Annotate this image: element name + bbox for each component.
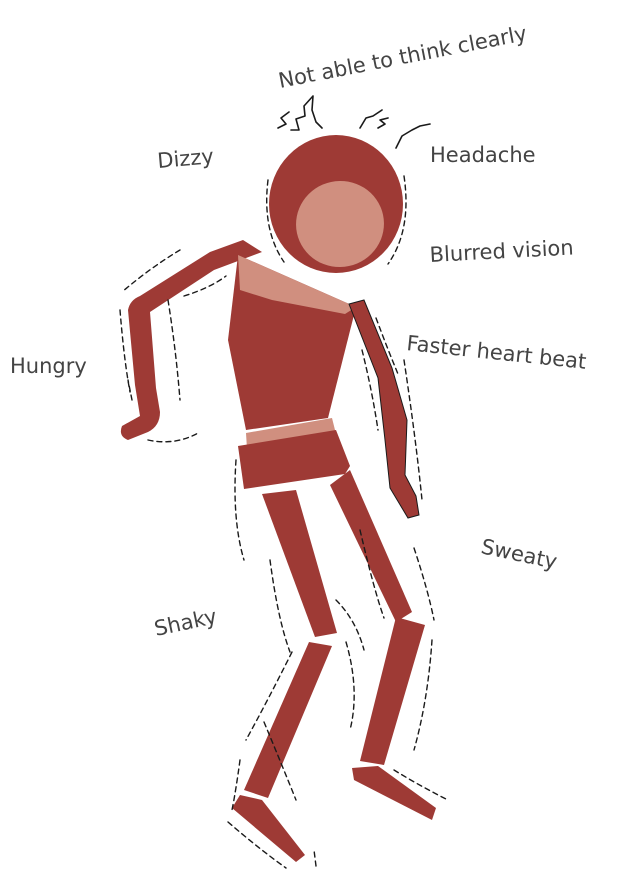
right-shin — [360, 617, 425, 765]
label-blurred-vision: Blurred vision — [429, 235, 574, 267]
left-thigh — [262, 490, 337, 637]
label-headache: Headache — [430, 143, 536, 167]
right-foot — [352, 766, 436, 820]
label-faster-heart-beat: Faster heart beat — [405, 331, 587, 374]
label-dizzy: Dizzy — [156, 144, 214, 173]
stick-figure — [121, 135, 436, 862]
label-not-able-to-think-clearly: Not able to think clearly — [276, 21, 528, 93]
left-foot — [232, 795, 305, 862]
label-hungry: Hungry — [10, 354, 87, 378]
label-sweaty: Sweaty — [479, 534, 559, 573]
label-shaky: Shaky — [152, 604, 219, 641]
